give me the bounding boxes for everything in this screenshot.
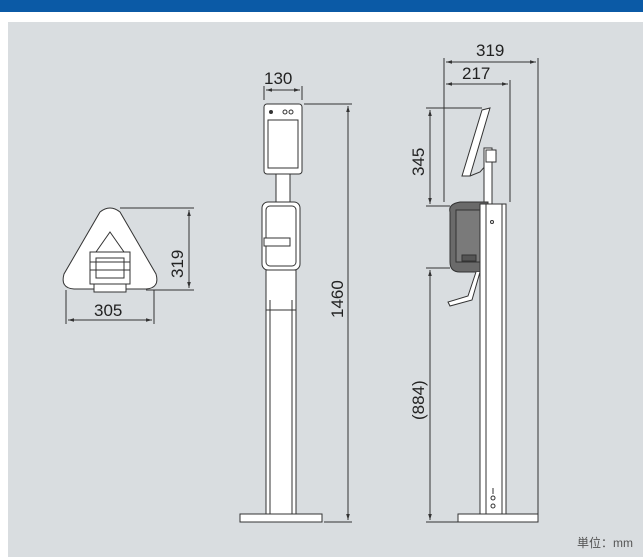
side-view — [426, 58, 539, 523]
dim-label-217: 217 — [462, 64, 490, 83]
front-pole — [265, 309, 297, 515]
dim-label-345: 345 — [409, 148, 428, 176]
dim-label-305: 305 — [94, 301, 122, 320]
top-view — [62, 207, 194, 324]
bracket-inner — [95, 257, 125, 279]
unit-label: 単位：mm — [577, 536, 633, 550]
dim-label-130: 130 — [264, 69, 292, 88]
dim-label-319-top: 319 — [168, 250, 187, 278]
dim-label-884: (884) — [409, 380, 428, 420]
side-base-plate — [457, 513, 539, 523]
top-banner — [0, 0, 643, 12]
dim-label-319-side: 319 — [476, 41, 504, 60]
front-base-plate — [239, 513, 323, 523]
dim-label-1460: 1460 — [328, 280, 347, 318]
front-view — [239, 86, 352, 523]
